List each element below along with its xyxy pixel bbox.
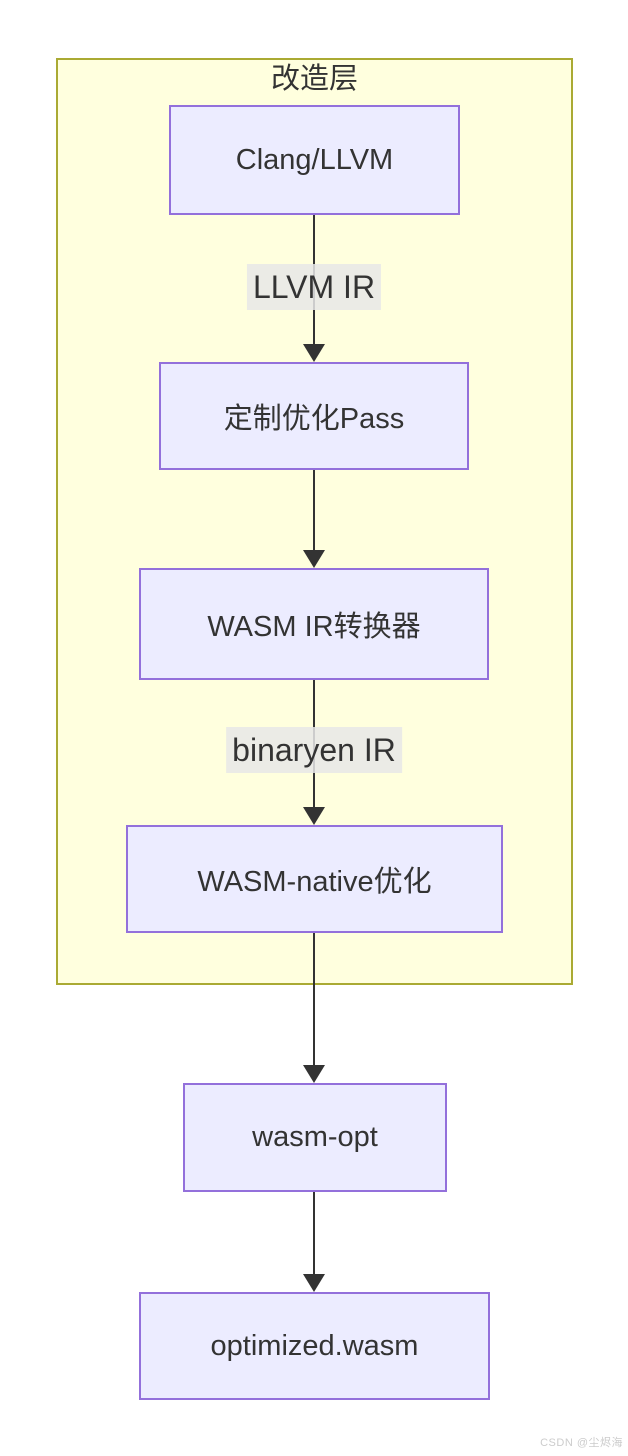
node-clang-llvm: Clang/LLVM <box>169 105 460 215</box>
arrow-down-icon <box>303 344 325 362</box>
arrow-down-icon <box>303 1274 325 1292</box>
node-optimized-wasm: optimized.wasm <box>139 1292 490 1400</box>
node-label: 定制优化Pass <box>223 403 405 435</box>
arrow-down-icon <box>303 550 325 568</box>
arrow-down-icon <box>303 1065 325 1083</box>
node-label: optimized.wasm <box>210 1329 419 1362</box>
node-wasm-native-opt: WASM-native优化 <box>126 825 503 933</box>
node-label: wasm-opt <box>252 1121 378 1153</box>
edge-label-binaryen-ir: binaryen IR <box>226 727 402 773</box>
arrow-down-icon <box>303 807 325 825</box>
node-custom-opt-pass: 定制优化Pass <box>159 362 469 470</box>
node-label: Clang/LLVM <box>235 143 394 176</box>
edge-native-to-wasmopt <box>313 933 315 1067</box>
subgraph-title: 改造层 <box>270 63 358 95</box>
edge-pass-to-converter <box>313 470 315 552</box>
node-wasm-opt: wasm-opt <box>183 1083 447 1192</box>
node-label: WASM IR转换器 <box>207 611 421 643</box>
edge-label-llvm-ir: LLVM IR <box>246 264 382 310</box>
node-label: WASM-native优化 <box>197 866 432 898</box>
watermark: CSDN @尘烬海 <box>540 1437 623 1449</box>
node-wasm-ir-converter: WASM IR转换器 <box>139 568 489 680</box>
edge-wasmopt-to-optimized <box>313 1192 315 1276</box>
